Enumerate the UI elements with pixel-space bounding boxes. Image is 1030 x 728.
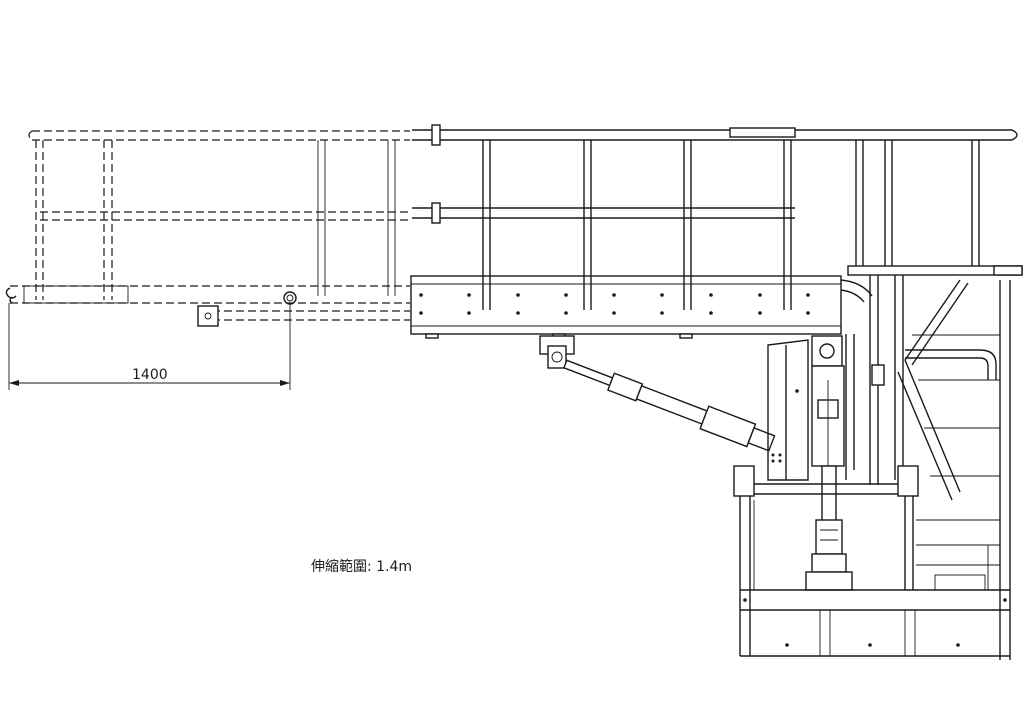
hydraulic-cylinder-diagonal xyxy=(539,335,776,452)
main-beam xyxy=(410,275,873,339)
extended-railing-hidden xyxy=(5,130,410,327)
stair-treads xyxy=(912,334,1000,566)
extension-range-note: 伸縮範圍: 1.4m xyxy=(311,559,413,575)
beam-holes xyxy=(419,293,810,315)
tower-structure xyxy=(767,334,855,481)
base-frame xyxy=(733,465,1010,657)
main-railing xyxy=(412,124,1018,310)
dimension-1400: 1400 xyxy=(8,303,291,390)
stair-tower xyxy=(847,265,1023,660)
dimension-label: 1400 xyxy=(132,367,168,383)
